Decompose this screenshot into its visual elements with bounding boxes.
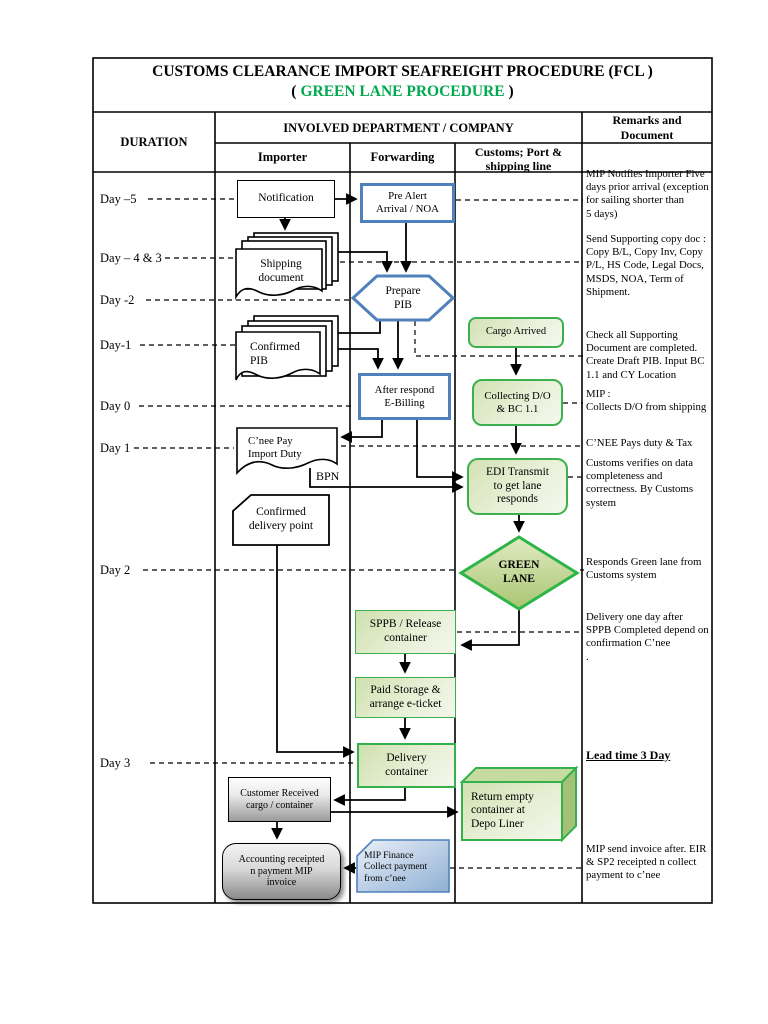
node-accounting: Accounting receipted n payment MIP invoi… xyxy=(222,843,341,900)
header-forwarding: Forwarding xyxy=(370,150,435,164)
duration-day2: Day 2 xyxy=(100,563,131,577)
node-confirmed-delivery: Confirmed delivery point xyxy=(248,506,314,532)
remark-check-supporting: Check all Supporting Document are comple… xyxy=(586,329,705,381)
arrow-bpn-edi xyxy=(309,468,464,493)
flow-arrows xyxy=(271,193,525,874)
header-involved: INVOLVED DEPARTMENT / COMPANY xyxy=(283,120,514,135)
remark-mip-invoice: MIP send invoice after. EIR & SP2 receip… xyxy=(586,843,707,882)
node-notification: Notification xyxy=(237,180,335,218)
header-remarks: Remarks and Document xyxy=(612,113,682,142)
title-paren-open: ( xyxy=(291,83,297,100)
confirmed-delivery-shape xyxy=(232,494,330,546)
duration-day-4-3: Day – 4 & 3 xyxy=(100,251,162,265)
duration-day0: Day 0 xyxy=(100,399,131,413)
remark-customs-verifies: Customs verifies on data completeness an… xyxy=(586,457,694,509)
node-green-lane: GREEN LANE xyxy=(498,559,540,585)
mip-finance-shape xyxy=(356,839,450,893)
node-shipping-doc: Shipping document xyxy=(258,258,304,284)
node-edi-transmit: EDI Transmit to get lane responds xyxy=(467,458,568,515)
arrow-ebilling-edi xyxy=(416,420,464,483)
page-title-line1: CUSTOMS CLEARANCE IMPORT SEAFREIGHT PROC… xyxy=(152,63,653,80)
header-importer: Importer xyxy=(257,150,308,164)
arrow-confirmeddelivery-delivery xyxy=(276,545,355,758)
node-prepare-pib: Prepare PIB xyxy=(385,284,421,311)
prepare-pib-shape xyxy=(350,274,456,322)
arrow-delivery-customer xyxy=(333,787,406,806)
node-after-ebilling: After respond E-Billing xyxy=(358,373,451,420)
node-paid-storage: Paid Storage & arrange e-ticket xyxy=(355,677,456,718)
remark-send-supporting: Send Supporting copy doc : Copy B/L, Cop… xyxy=(586,233,706,298)
node-pre-alert: Pre Alert Arrival / NOA xyxy=(360,183,455,223)
node-collecting-do: Collecting D/O & BC 1.1 xyxy=(472,379,563,426)
node-delivery-container: Delivery container xyxy=(357,743,456,788)
node-customer-received: Customer Received cargo / container xyxy=(228,777,331,822)
dash-pib-remark xyxy=(414,321,583,357)
remark-cnee-pays: C’NEE Pays duty & Tax xyxy=(586,437,693,449)
node-mip-finance: MIP Finance Collect payment from c’nee xyxy=(364,850,428,884)
remark-lead-time: Lead time 3 Day xyxy=(586,748,671,762)
remark-responds-green: Responds Green lane from Customs system xyxy=(586,556,702,582)
dashed-guides xyxy=(134,198,584,869)
header-duration: DURATION xyxy=(120,135,188,149)
return-empty-shape xyxy=(459,765,579,843)
duration-day3: Day 3 xyxy=(100,756,131,770)
node-cargo-arrived: Cargo Arrived xyxy=(468,317,564,348)
cnee-pay-shape xyxy=(236,427,338,476)
remark-delivery-one-day: Delivery one day after SPPB Completed de… xyxy=(586,611,709,663)
label-bpn: BPN xyxy=(316,469,340,483)
node-confirmed-pib: Confirmed PIB xyxy=(250,341,300,367)
remark-mip-collects: MIP : Collects D/O from shipping xyxy=(586,388,707,414)
node-return-empty: Return empty container at Depo Liner xyxy=(471,790,534,830)
duration-day-minus1: Day-1 xyxy=(100,338,132,352)
duration-day1: Day 1 xyxy=(100,441,131,455)
table-grid xyxy=(92,57,713,904)
shipping-doc-shape xyxy=(235,232,339,301)
arrow-shipping-pib xyxy=(330,251,393,273)
page-title-line2: ( GREEN LANE PROCEDURE ) xyxy=(95,82,710,102)
duration-day-minus2: Day -2 xyxy=(100,293,135,307)
arrow-ebilling-cneepay xyxy=(340,420,383,443)
confirmed-pib-shape xyxy=(235,315,339,381)
green-lane-shape xyxy=(458,535,580,611)
remark-mip-notifies: MIP Notifies Importer Five days prior ar… xyxy=(586,168,709,220)
arrow-pib-confirmedpib xyxy=(326,320,381,339)
header-customs: Customs; Port & shipping line xyxy=(474,145,563,173)
duration-day-minus5: Day –5 xyxy=(100,192,137,206)
node-sppb: SPPB / Release container xyxy=(355,610,456,654)
arrow-greenlane-sppb xyxy=(460,609,520,651)
title-paren-close: ) xyxy=(508,83,514,100)
arrow-confirmedpib-ebilling xyxy=(332,348,384,370)
title-green-text: GREEN LANE PROCEDURE xyxy=(300,83,505,100)
node-cnee-pay: C’nee Pay Import Duty xyxy=(248,435,302,460)
